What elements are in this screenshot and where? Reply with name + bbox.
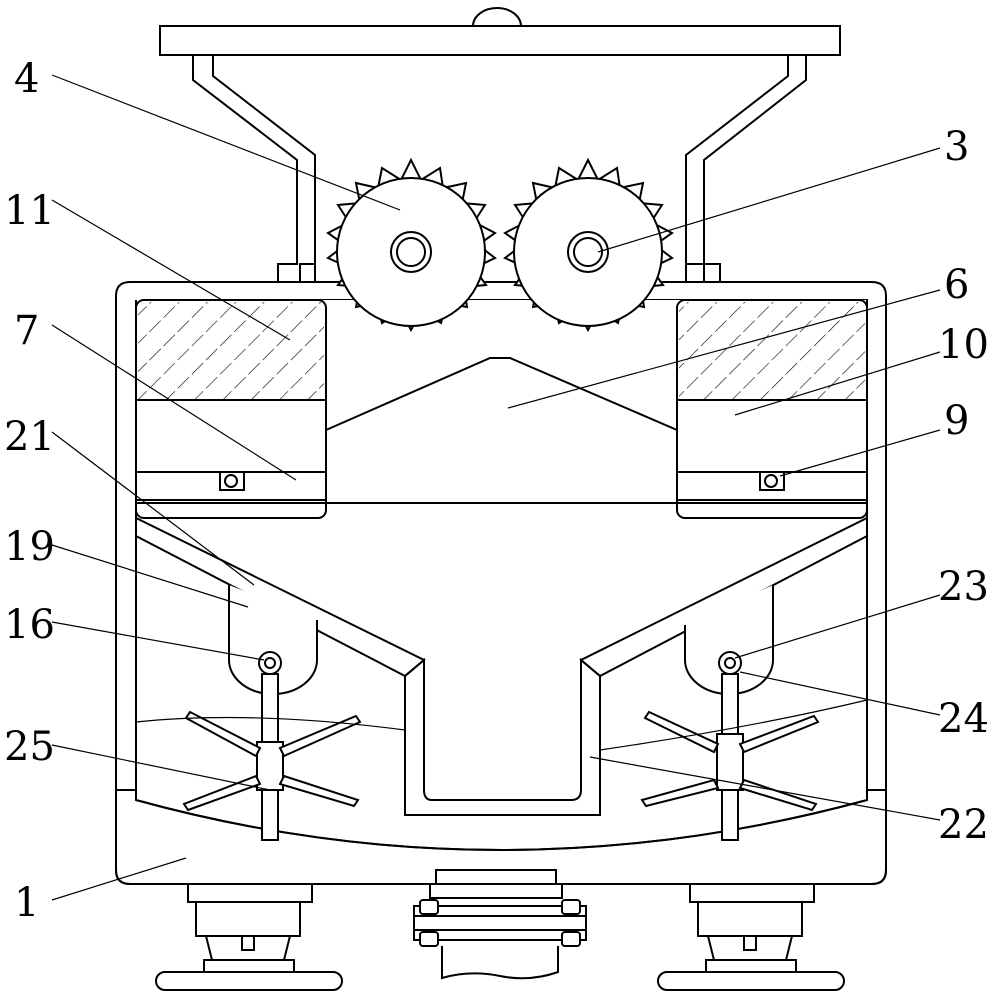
label-3: 3 [944, 124, 969, 170]
right-crushing-gear [503, 157, 674, 333]
discharge-pipe [413, 869, 587, 980]
top-lid [159, 7, 841, 56]
right-filter-block [676, 299, 868, 519]
label-23: 23 [938, 564, 989, 610]
label-6: 6 [944, 262, 969, 308]
label-22: 22 [938, 802, 989, 848]
right-foot [657, 883, 845, 991]
label-1: 1 [14, 880, 39, 926]
left-motor-housing [228, 585, 318, 695]
left-filter-block [135, 299, 327, 519]
label-11: 11 [4, 188, 55, 234]
housing-bottom [115, 520, 887, 885]
hopper-right-wall [685, 54, 807, 283]
right-stirrer [640, 673, 820, 841]
label-25: 25 [4, 724, 55, 770]
label-9: 9 [944, 398, 969, 444]
hopper-left-wall [192, 54, 316, 283]
label-10: 10 [938, 322, 989, 368]
label-19: 19 [4, 524, 55, 570]
collection-trough [404, 657, 601, 816]
label-24: 24 [938, 696, 989, 742]
label-21: 21 [4, 414, 55, 460]
left-crushing-gear [326, 157, 497, 333]
left-foot [155, 883, 343, 991]
part-labels: 4 3 11 6 7 10 9 21 19 23 16 24 25 22 1 [4, 56, 989, 926]
center-wedge [136, 357, 867, 504]
label-4: 4 [14, 56, 39, 102]
leader-lines [51, 74, 941, 901]
label-16: 16 [4, 602, 55, 648]
label-7: 7 [14, 308, 39, 354]
